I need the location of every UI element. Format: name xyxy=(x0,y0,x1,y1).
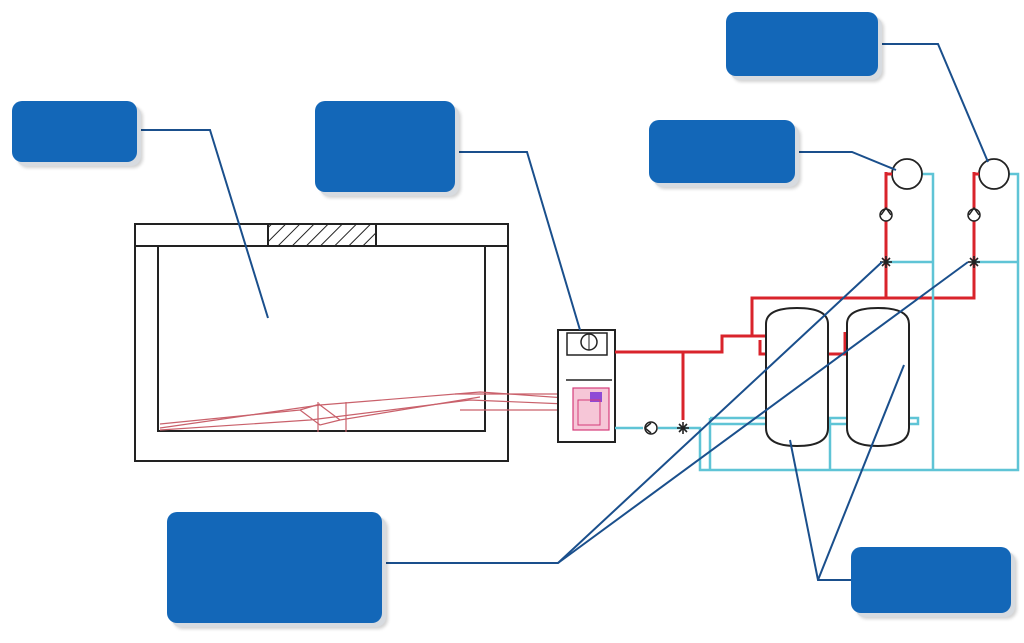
leader-line-6a xyxy=(789,439,851,581)
leader-line-2 xyxy=(457,151,581,331)
callout-box-2 xyxy=(315,101,455,192)
callout-6-label xyxy=(851,547,1011,563)
callout-5-label xyxy=(167,512,382,528)
callout-box-6 xyxy=(851,547,1011,613)
storage-tank-2 xyxy=(846,306,910,448)
leader-line-6b xyxy=(817,364,905,581)
callout-3-label xyxy=(726,12,878,28)
mixing-valve-3-icon xyxy=(677,422,689,434)
callout-box-4 xyxy=(649,120,795,183)
pump-circle-1-icon xyxy=(891,158,923,190)
storage-tanks xyxy=(765,306,910,448)
ground-collector xyxy=(159,391,567,432)
heat-pump-unit xyxy=(557,329,616,443)
roof-vent-hatch xyxy=(267,223,377,247)
callout-box-1 xyxy=(12,101,137,162)
callout-4-label xyxy=(649,120,795,136)
leader-line-5b xyxy=(557,261,969,564)
mixing-valve-2-icon xyxy=(968,256,980,268)
building-outline xyxy=(134,223,509,462)
callout-1-label xyxy=(12,101,137,117)
leader-line-4 xyxy=(797,151,897,171)
circulation-pumps xyxy=(886,158,1010,190)
leader-line-1 xyxy=(139,129,269,319)
storage-tank-1 xyxy=(765,306,829,448)
callout-box-5 xyxy=(167,512,382,623)
callout-2-label xyxy=(315,101,455,117)
pump-circle-2-icon xyxy=(978,158,1010,190)
callout-box-3 xyxy=(726,12,878,76)
unit-compressor xyxy=(572,387,610,431)
check-valves xyxy=(643,206,981,435)
leader-line-3 xyxy=(880,43,989,163)
leader-lines xyxy=(139,43,989,581)
